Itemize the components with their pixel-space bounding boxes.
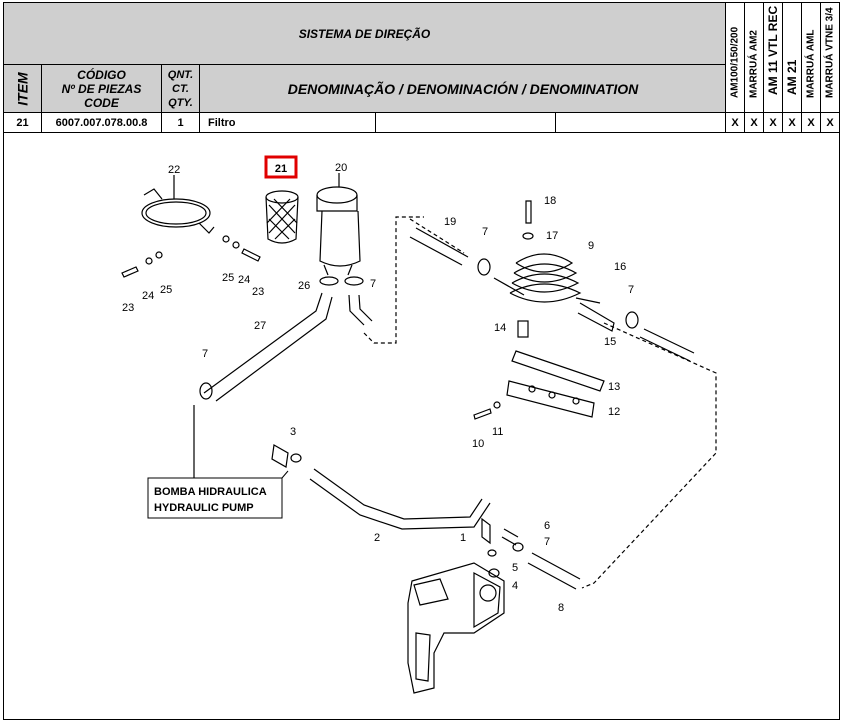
col-code: CÓDIGO Nº DE PIEZAS CODE [42, 65, 162, 112]
model-col: AM 21 [783, 3, 802, 113]
callout-11: 11 [492, 426, 503, 438]
callout-16: 16 [614, 261, 626, 273]
callout-7: 7 [202, 348, 208, 360]
row-qty: 1 [162, 113, 200, 132]
row-empty-cell [376, 113, 556, 132]
callout-22: 22 [168, 164, 180, 176]
callout-17: 17 [546, 230, 558, 242]
steering-system-drawing: 21 22 20 23 24 25 25 24 23 26 7 27 7 19 … [121, 155, 717, 694]
callout-8: 8 [558, 602, 564, 614]
row-mark: X [745, 113, 764, 132]
row-mark: X [726, 113, 745, 132]
exploded-diagram: 21 22 20 23 24 25 25 24 23 26 7 27 7 19 … [4, 133, 839, 719]
callout-24: 24 [238, 274, 250, 286]
model-col: MARRUÁ AML [802, 3, 821, 113]
callout-12: 12 [608, 406, 620, 418]
model-col: MARRUÁ AM2 [745, 3, 764, 113]
row-mark: X [802, 113, 821, 132]
row-denomination: Filtro [200, 113, 376, 132]
callout-7: 7 [544, 536, 550, 548]
callout-7: 7 [482, 226, 488, 238]
row-mark: X [764, 113, 783, 132]
callout-14: 14 [494, 322, 506, 334]
row-mark: X [826, 116, 834, 129]
col-qty: QNT. CT. QTY. [162, 65, 200, 112]
callout-15: 15 [604, 336, 616, 348]
model-col: AM 11 VTL REC [764, 3, 783, 113]
callout-3: 3 [290, 426, 296, 438]
highlight-box [264, 155, 298, 179]
model-columns: AM100/150/200 MARRUÁ AM2 AM 11 VTL REC A… [726, 3, 839, 113]
col-item: ITEM [4, 65, 42, 112]
callout-1: 1 [460, 532, 466, 544]
callout-6: 6 [544, 520, 550, 532]
callout-7: 7 [370, 278, 376, 290]
callout-10: 10 [472, 438, 484, 450]
column-header-row: ITEM CÓDIGO Nº DE PIEZAS CODE QNT. CT. Q… [4, 65, 726, 113]
row-item: 21 [4, 113, 42, 132]
callout-18: 18 [544, 195, 556, 207]
callout-25: 25 [222, 272, 234, 284]
svg-text:HYDRAULIC PUMP: HYDRAULIC PUMP [154, 502, 254, 514]
row-mark: X [783, 113, 802, 132]
callout-9: 9 [588, 240, 594, 252]
svg-text:BOMBA HIDRAULICA: BOMBA HIDRAULICA [154, 486, 267, 498]
callout-23: 23 [252, 286, 264, 298]
model-col: MARRUÁ VTNE 3/4 [824, 7, 836, 98]
callout-25: 25 [160, 284, 172, 296]
callout-4: 4 [512, 580, 518, 592]
callout-24: 24 [142, 290, 154, 302]
callout-5: 5 [512, 562, 518, 574]
row-code: 6007.007.078.00.8 [42, 113, 162, 132]
callout-26: 26 [298, 280, 310, 292]
callout-23: 23 [122, 302, 134, 314]
table-row: 21 6007.007.078.00.8 1 Filtro X X X X X … [4, 113, 839, 133]
callout-20: 20 [335, 162, 347, 174]
callout-7: 7 [628, 284, 634, 296]
col-denomination: DENOMINAÇÃO / DENOMINACIÓN / DENOMINATIO… [287, 80, 639, 97]
model-col: AM100/150/200 [726, 3, 745, 113]
callout-27: 27 [254, 320, 266, 332]
callout-2: 2 [374, 532, 380, 544]
callout-19: 19 [444, 216, 456, 228]
parts-sheet: SISTEMA DE DIREÇÃO ITEM CÓDIGO Nº DE PIE… [3, 2, 840, 720]
pump-label: BOMBA HIDRAULICA HYDRAULIC PUMP [147, 470, 289, 519]
callout-13: 13 [608, 381, 620, 393]
section-title: SISTEMA DE DIREÇÃO [4, 3, 726, 65]
row-empty-cell [556, 113, 726, 132]
highlight-label: 21 [275, 163, 287, 175]
